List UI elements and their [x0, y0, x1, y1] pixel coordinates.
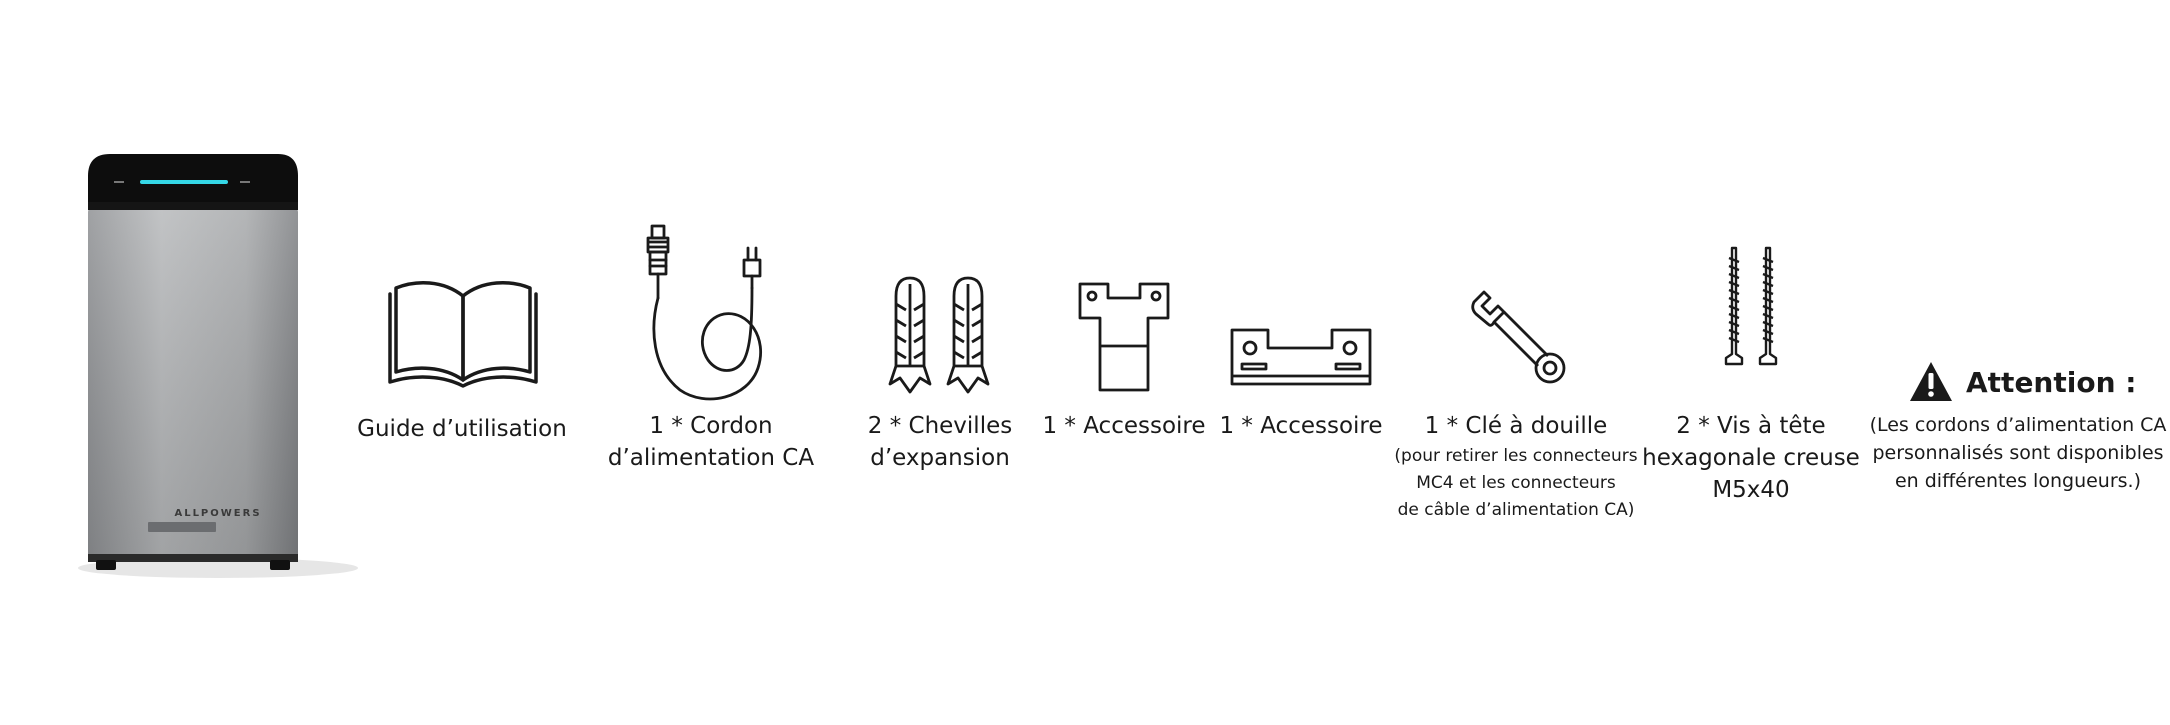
item-label-accessory-2: 1 * Accessoire [1219, 413, 1383, 439]
power-station-image [78, 148, 358, 588]
item-note-socket-wrench: (pour retirer les connecteurs MC4 et les… [1394, 446, 1638, 520]
attention-title: Attention : [1966, 365, 2137, 399]
expansion-plug-icon [884, 274, 996, 394]
item-label-expansion-plugs: 2 * Chevilles d’expansion [867, 413, 1013, 471]
item-label-power-cord: 1 * Cordon d’alimentation CA [607, 413, 815, 471]
screw-icon [1718, 246, 1782, 370]
attention-note: (Les cordons d’alimentation CA personnal… [1869, 414, 2167, 492]
warning-icon [1910, 362, 1952, 401]
mounting-plate-icon [1228, 326, 1374, 388]
brand-logo: ALLPOWERS [174, 508, 262, 519]
item-label-socket-wrench: 1 * Clé à douille [1424, 413, 1608, 439]
book-icon [388, 274, 538, 390]
power-cord-icon [640, 218, 778, 408]
item-label-manual: Guide d’utilisation [357, 416, 567, 442]
attention-heading: Attention : [1908, 360, 2168, 404]
wrench-icon [1466, 284, 1568, 386]
bracket-icon [1076, 278, 1172, 394]
item-label-screws: 2 * Vis à tête hexagonale creuse M5x40 [1642, 413, 1860, 503]
item-label-accessory-1: 1 * Accessoire [1042, 413, 1206, 439]
